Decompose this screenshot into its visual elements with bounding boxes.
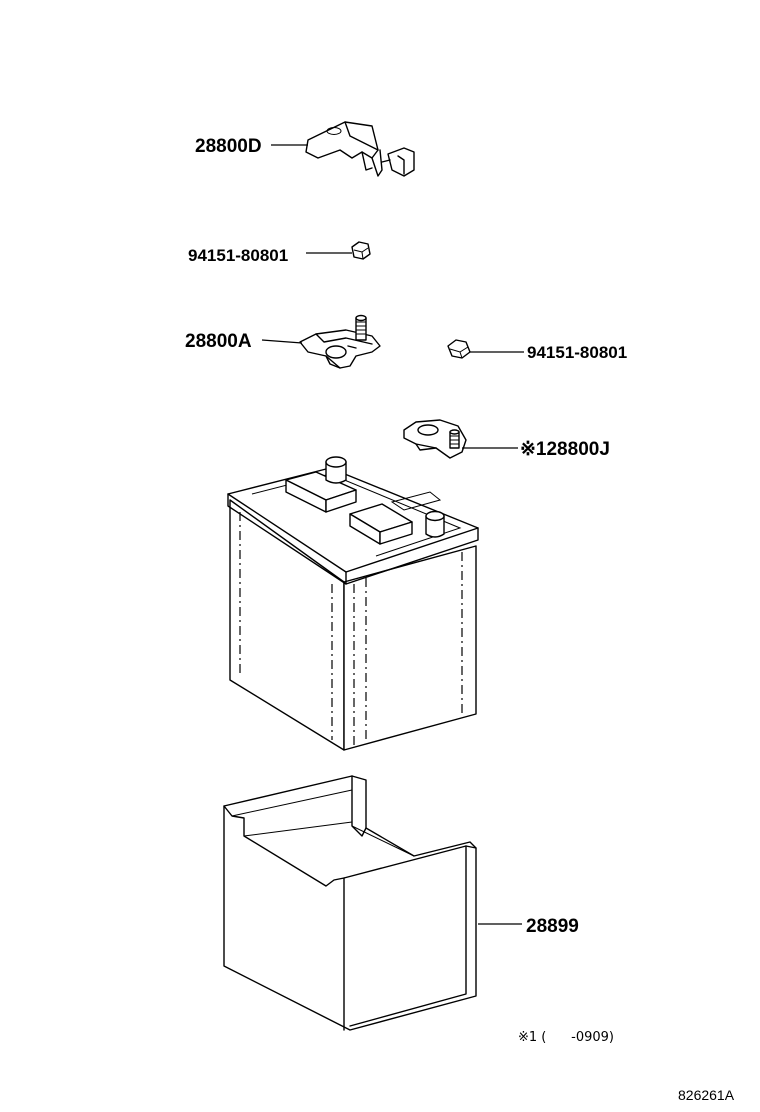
- diagram-code: 826261A: [678, 1087, 735, 1103]
- label-terminal-negative: ※128800J: [520, 439, 610, 460]
- footnote: ※1 ( -0909): [518, 1030, 614, 1045]
- label-nut-left: 94151-80801: [188, 246, 288, 265]
- nut-right-part: [447, 339, 471, 359]
- label-terminal-positive: 28800A: [185, 331, 252, 352]
- label-tray: 28899: [526, 916, 579, 937]
- terminal-positive-part: [299, 314, 381, 369]
- label-top-cover: 28800D: [195, 136, 262, 157]
- terminal-negative-part: [403, 419, 467, 459]
- terminal-cover-part: [305, 121, 415, 177]
- label-nut-right: 94151-80801: [527, 343, 627, 362]
- battery-part: [227, 456, 479, 751]
- battery-tray-part: [223, 775, 477, 1031]
- nut-left-part: [351, 241, 371, 260]
- leader-terminal-positive: [261, 339, 303, 344]
